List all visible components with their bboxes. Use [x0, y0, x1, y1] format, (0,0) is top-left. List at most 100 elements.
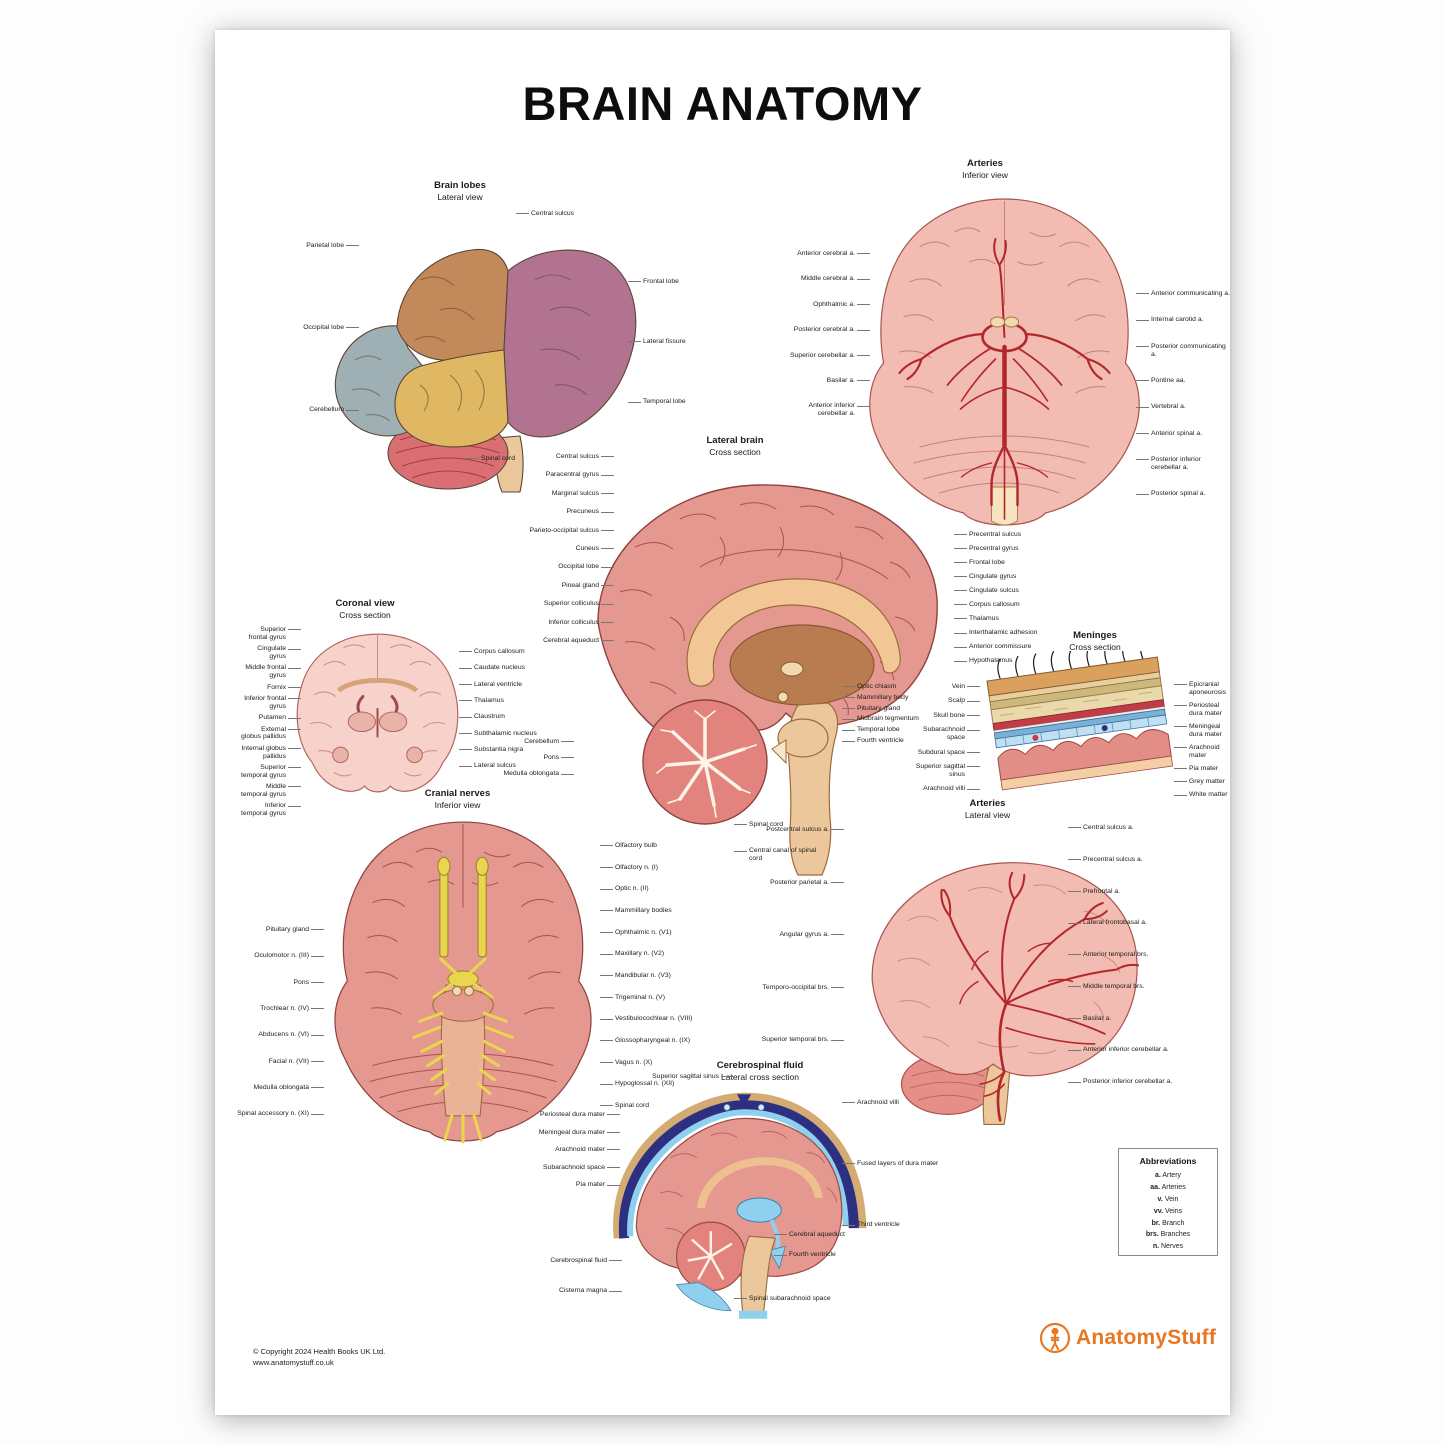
poster-title: BRAIN ANATOMY — [522, 77, 923, 130]
anatomy-label: Precuneus — [490, 508, 615, 516]
anatomy-label: Anterior commissure — [953, 643, 1071, 651]
anatomy-label: Putamen — [240, 714, 302, 722]
anatomy-label: Cerebellum — [275, 406, 360, 414]
anatomy-label: White matter — [1173, 791, 1230, 799]
anatomy-label: Occipital lobe — [275, 324, 360, 332]
arteries-lateral-left-labels: Postcentral sulcus a. Posterior parietal … — [755, 826, 845, 1044]
anatomy-label: Posterior communicating a. — [1135, 343, 1230, 359]
anatomy-label: Cerebral aqueduct — [773, 1231, 857, 1239]
anatomy-label: Cuneus — [490, 545, 615, 553]
anatomy-label: Postcentral sulcus a. — [755, 826, 845, 834]
anatomy-label: Hypoglossal n. (XII) — [599, 1080, 707, 1088]
anatomy-label: Ophthalmic n. (V1) — [599, 929, 707, 937]
anatomy-label: Subarachnoid space — [535, 1164, 621, 1172]
anatomy-label: Olfactory n. (I) — [599, 864, 707, 872]
brain-lobes-illustration — [334, 248, 637, 493]
anatomy-label: Fused layers of dura mater — [841, 1160, 945, 1168]
arteries-lateral-illustration — [871, 862, 1139, 1125]
anatomy-label: Pineal gland — [490, 582, 615, 590]
anatomy-label: Internal carotid a. — [1135, 316, 1230, 324]
section-cranial-nerves: Cranial nerves Inferior view — [235, 780, 780, 1205]
anatomy-label: Posterior inferior cerebellar a. — [1067, 1078, 1229, 1086]
anatomy-label: Arachnoid mater — [1173, 744, 1230, 760]
anatomy-label: Skull bone — [905, 712, 981, 720]
anatomy-label: Periosteal dura mater — [535, 1111, 621, 1119]
anatomy-label: Fornix — [240, 684, 302, 692]
anatomy-label: Facial n. (VII) — [235, 1058, 325, 1066]
anatomy-label: Anterior spinal a. — [1135, 430, 1230, 438]
anatomy-label: Posterior cerebral a. — [785, 326, 871, 334]
csf-top-label: Superior sagittal sinus — [647, 1073, 735, 1081]
section-meninges: Meninges Cross section — [905, 625, 1230, 843]
anatomy-label: Pituitary gland — [235, 926, 325, 934]
anatomy-label: Cerebral aqueduct — [490, 637, 615, 645]
anatomy-label: Pia mater — [1173, 765, 1230, 773]
anatomy-label: Precentral sulcus a. — [1067, 856, 1229, 864]
anatomy-label: Subarachnoid space — [905, 726, 981, 742]
anatomy-label: Inferior frontal gyrus — [240, 695, 302, 711]
anatomy-label: Maxillary n. (V2) — [599, 950, 707, 958]
meninges-illustration — [986, 651, 1173, 791]
cranial-nerves-illustration — [334, 821, 592, 1144]
anatomy-label: Ophthalmic a. — [785, 301, 871, 309]
copyright-line: © Copyright 2024 Health Books UK Ltd. — [253, 1347, 386, 1356]
arteries-lateral-right-labels: Central sulcus a.Precentral sulcus a.Pre… — [1067, 824, 1229, 1086]
anatomy-label: Posterior parietal a. — [755, 879, 845, 887]
anatomy-label: Medulla oblongata — [235, 1084, 325, 1092]
anatomy-label: Central sulcus — [490, 453, 615, 461]
anatomy-label: Superior frontal gyrus — [240, 626, 302, 642]
anatomy-label: Lateral fissure — [627, 338, 705, 346]
anatomy-label: Scalp — [905, 697, 981, 705]
anatomy-label: Inferior colliculus — [490, 619, 615, 627]
anatomy-label: Inferior temporal gyrus — [240, 802, 302, 818]
anatomy-label: Trochlear n. (IV) — [235, 1005, 325, 1013]
anatomy-label: Pontine aa. — [1135, 377, 1230, 385]
anatomy-label: Optic chiasm — [841, 683, 929, 691]
anatomy-label: Oculomotor n. (III) — [235, 952, 325, 960]
section-brain-lobes: Brain lobes Lateral view Central sul — [275, 170, 705, 500]
anatomy-label: Internal globus pallidus — [240, 745, 302, 761]
anatomy-label: Subthalamic nucleus — [458, 730, 540, 738]
anatomy-label: Frontal lobe — [627, 278, 705, 286]
anatomy-label: Arachnoid mater — [535, 1146, 621, 1154]
anatomy-label: Superior sagittal sinus — [905, 763, 981, 779]
anatomy-label: Superior temporal gyrus — [240, 764, 302, 780]
anatomy-label: Third ventricle — [841, 1221, 945, 1229]
arteries-lateral-title: Arteries Lateral view — [964, 798, 1011, 821]
brain-lobes-bottom-label: Spinal cord — [465, 455, 561, 463]
anatomy-label: Fourth ventricle — [841, 737, 929, 745]
anatomy-label: Anterior temporal brs. — [1067, 951, 1229, 959]
anatomy-label: Trigeminal n. (V) — [599, 994, 707, 1002]
anatomy-label: Marginal sulcus — [490, 490, 615, 498]
anatomy-label: Interthalamic adhesion — [953, 629, 1071, 637]
cranial-nerves-title: Cranial nerves Inferior view — [424, 788, 491, 811]
anatomy-label: Pons — [497, 754, 575, 762]
anatomy-label: Lateral ventricle — [458, 681, 540, 689]
arteries-inferior-right-labels: Anterior communicating a.Internal caroti… — [1135, 290, 1230, 498]
anatomy-label: Meningeal dura mater — [535, 1129, 621, 1137]
arteries-inferior-illustration — [869, 198, 1140, 526]
anatomy-label: Cingulate sulcus — [953, 587, 1071, 595]
coronal-title: Coronal view Cross section — [335, 598, 395, 621]
anatomy-label: Lateral frontobasal a. — [1067, 919, 1229, 927]
anatomy-label: Lateral sulcus — [458, 762, 540, 770]
coronal-illustration — [296, 633, 459, 793]
anatomy-label: Cingulate gyrus — [240, 645, 302, 661]
anatomy-label: Fourth ventricle — [773, 1251, 857, 1259]
anatomy-label: Angular gyrus a. — [755, 931, 845, 939]
anatomy-label: Grey matter — [1173, 778, 1230, 786]
anatomy-label: Prefrontal a. — [1067, 888, 1229, 896]
anatomy-label: Optic n. (II) — [599, 885, 707, 893]
anatomy-label: Spinal accessory n. (XI) — [235, 1110, 325, 1118]
anatomy-label: Basilar a. — [785, 377, 871, 385]
anatomy-label: Corpus callosum — [458, 648, 540, 656]
section-csf: Cerebrospinal fluid Lateral cross sectio… — [535, 1055, 997, 1390]
